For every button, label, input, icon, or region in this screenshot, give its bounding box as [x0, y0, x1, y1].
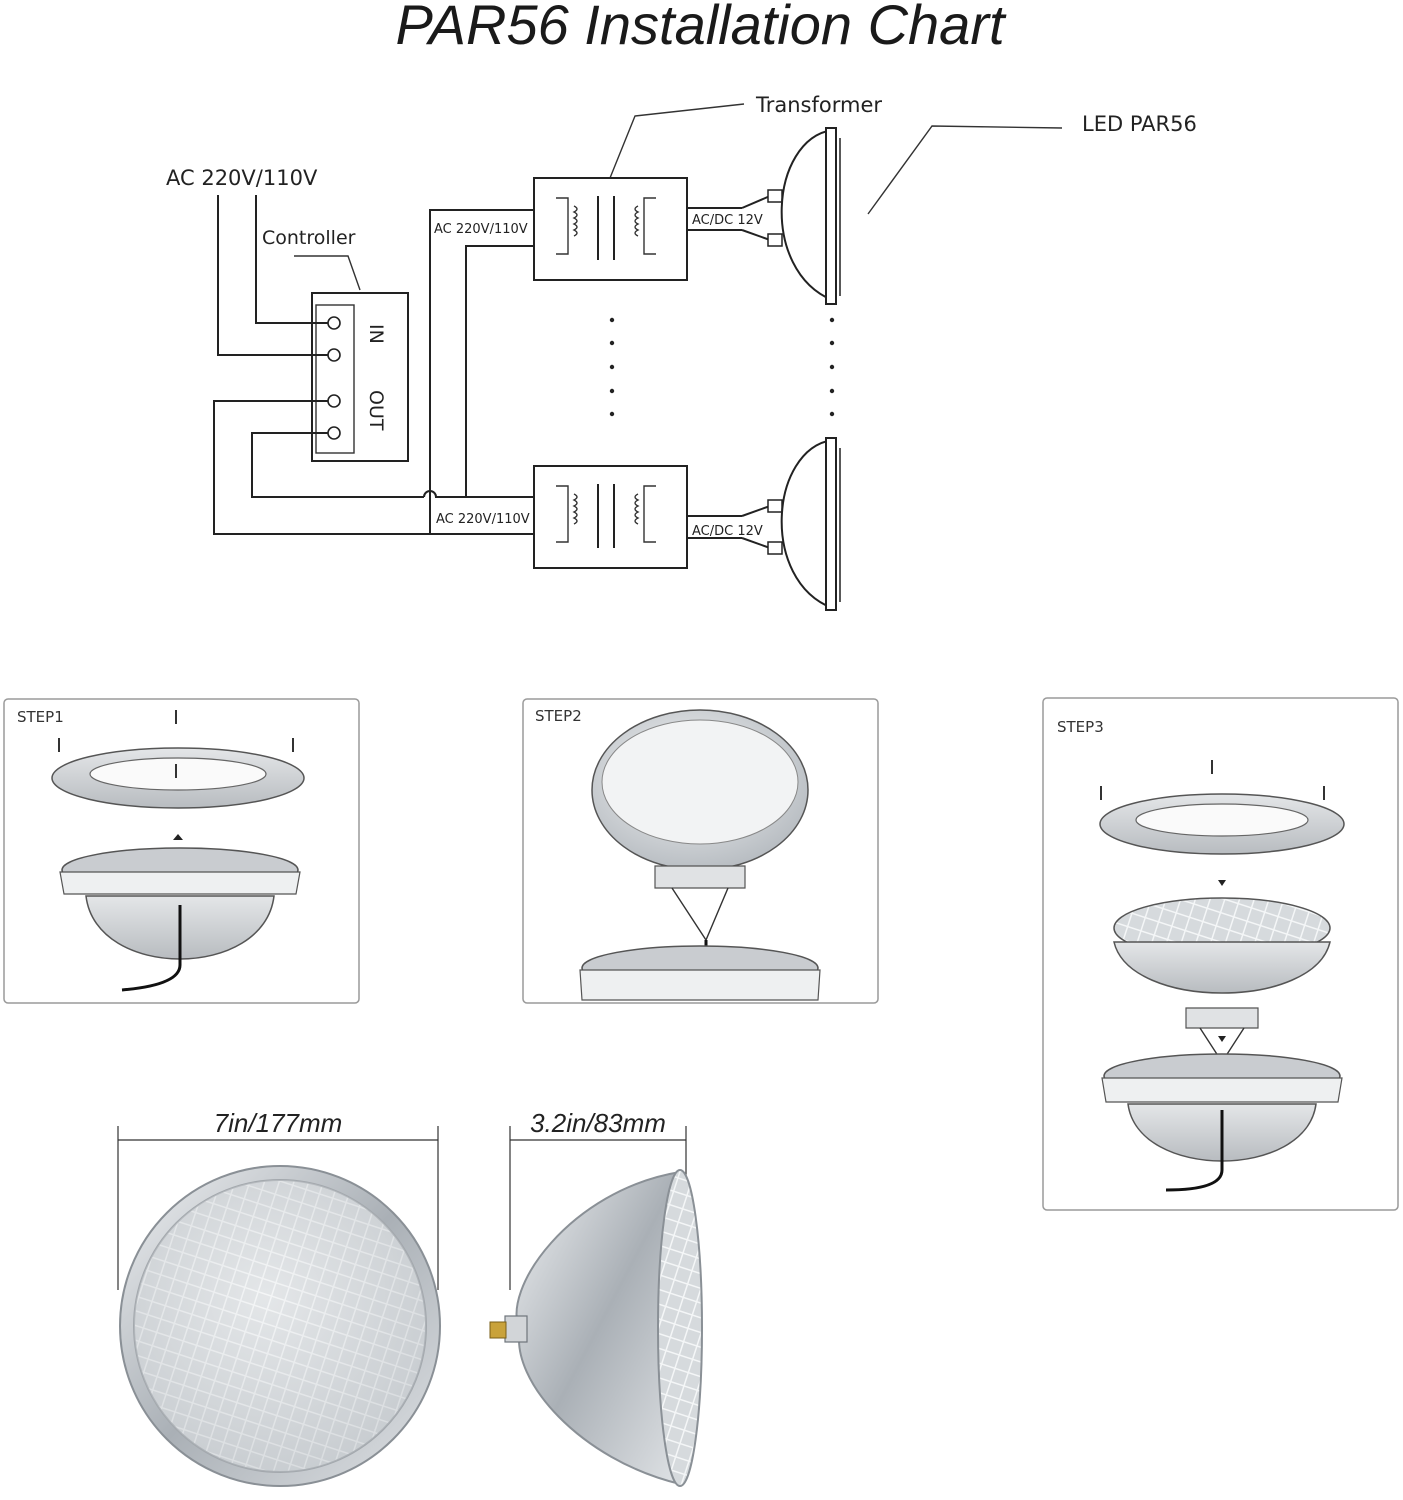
lamp-label: LED PAR56: [1082, 112, 1197, 136]
transformer-top-input-label: AC 220V/110V: [434, 222, 528, 237]
page-title: PAR56 Installation Chart: [395, 0, 1006, 56]
continuation-dots: [609, 317, 835, 417]
brass-terminal: [489, 1321, 507, 1339]
terminal-block: [315, 304, 355, 454]
lamp-front-photo: [119, 1165, 441, 1487]
transformer-label: Transformer: [755, 93, 882, 117]
screw-icons: [58, 710, 294, 778]
transformer-leader-line: [609, 103, 745, 179]
primary-coil: [556, 197, 578, 255]
power-source-label: AC 220V/110V: [166, 166, 318, 190]
down-arrow-icon: [1218, 1036, 1226, 1042]
transformer-top-output-label: AC/DC 12V: [692, 213, 763, 228]
controller-box: [311, 292, 409, 462]
lamp-terminals: [654, 865, 746, 889]
step2-label: STEP2: [535, 707, 582, 725]
step3-panel: STEP3: [1042, 697, 1399, 1211]
output-wire-1: [213, 400, 534, 535]
lamp-leader-line: [867, 125, 1063, 215]
niche-flange: [579, 969, 821, 1001]
step3-label: STEP3: [1057, 718, 1104, 736]
step2-panel: STEP2: [522, 698, 879, 1004]
ring-opening: [89, 757, 267, 791]
transformer-bottom-output-label: AC/DC 12V: [692, 524, 763, 539]
niche-flange: [59, 871, 301, 895]
led-lamp-bottom: [780, 437, 841, 611]
lamp-reflector: [515, 1170, 681, 1486]
cable: [1165, 1110, 1224, 1192]
transformer-box: [533, 465, 688, 569]
niche-flange: [1101, 1077, 1343, 1103]
feed-wire-a: [429, 209, 534, 534]
transformer-top: [533, 177, 688, 281]
up-arrow-icon: [173, 834, 183, 840]
controller-label: Controller: [262, 227, 356, 249]
lamp-lens: [601, 719, 799, 845]
terminal-out-2: [327, 426, 341, 440]
diameter-label: 7in/177mm: [214, 1108, 343, 1138]
down-arrow-icon: [1218, 880, 1226, 886]
secondary-coil: [634, 197, 656, 255]
terminal-out-1: [327, 394, 341, 408]
lamp-lens-edge: [657, 1169, 703, 1487]
lamp-side-photo: [489, 1169, 703, 1487]
controller-leader-line: [294, 255, 361, 291]
led-lamp-top: [780, 127, 841, 305]
terminal-in-1: [327, 316, 341, 330]
transformer-bottom: [533, 465, 688, 569]
output-wire-2: [251, 432, 424, 498]
power-wire-1: [217, 195, 328, 356]
diameter-dimension: 7in/177mm: [117, 1108, 439, 1290]
controller-out-label: OUT: [365, 390, 387, 431]
lamp-body: [1113, 941, 1331, 994]
step1-panel: STEP1: [3, 698, 360, 1004]
depth-dimension: 3.2in/83mm: [509, 1108, 687, 1290]
wiring-diagram: AC 220V/110V Controller Transformer LED …: [166, 93, 1197, 611]
feed-wire-b: [465, 245, 534, 497]
secondary-coil: [634, 485, 656, 543]
lamp-terminals: [1185, 1007, 1259, 1029]
depth-label: 3.2in/83mm: [530, 1108, 666, 1138]
ring-opening: [1135, 803, 1309, 837]
wire-crossover: [423, 490, 534, 498]
transformer-box: [533, 177, 688, 281]
primary-coil: [556, 485, 578, 543]
terminal-in-2: [327, 348, 341, 362]
cable: [121, 905, 182, 992]
controller-in-label: IN: [365, 324, 387, 344]
transformer-bottom-input-label: AC 220V/110V: [436, 512, 530, 527]
power-wire-2: [255, 195, 328, 324]
step1-label: STEP1: [17, 708, 64, 726]
lamp-base: [504, 1315, 528, 1343]
output-top: [687, 189, 783, 247]
